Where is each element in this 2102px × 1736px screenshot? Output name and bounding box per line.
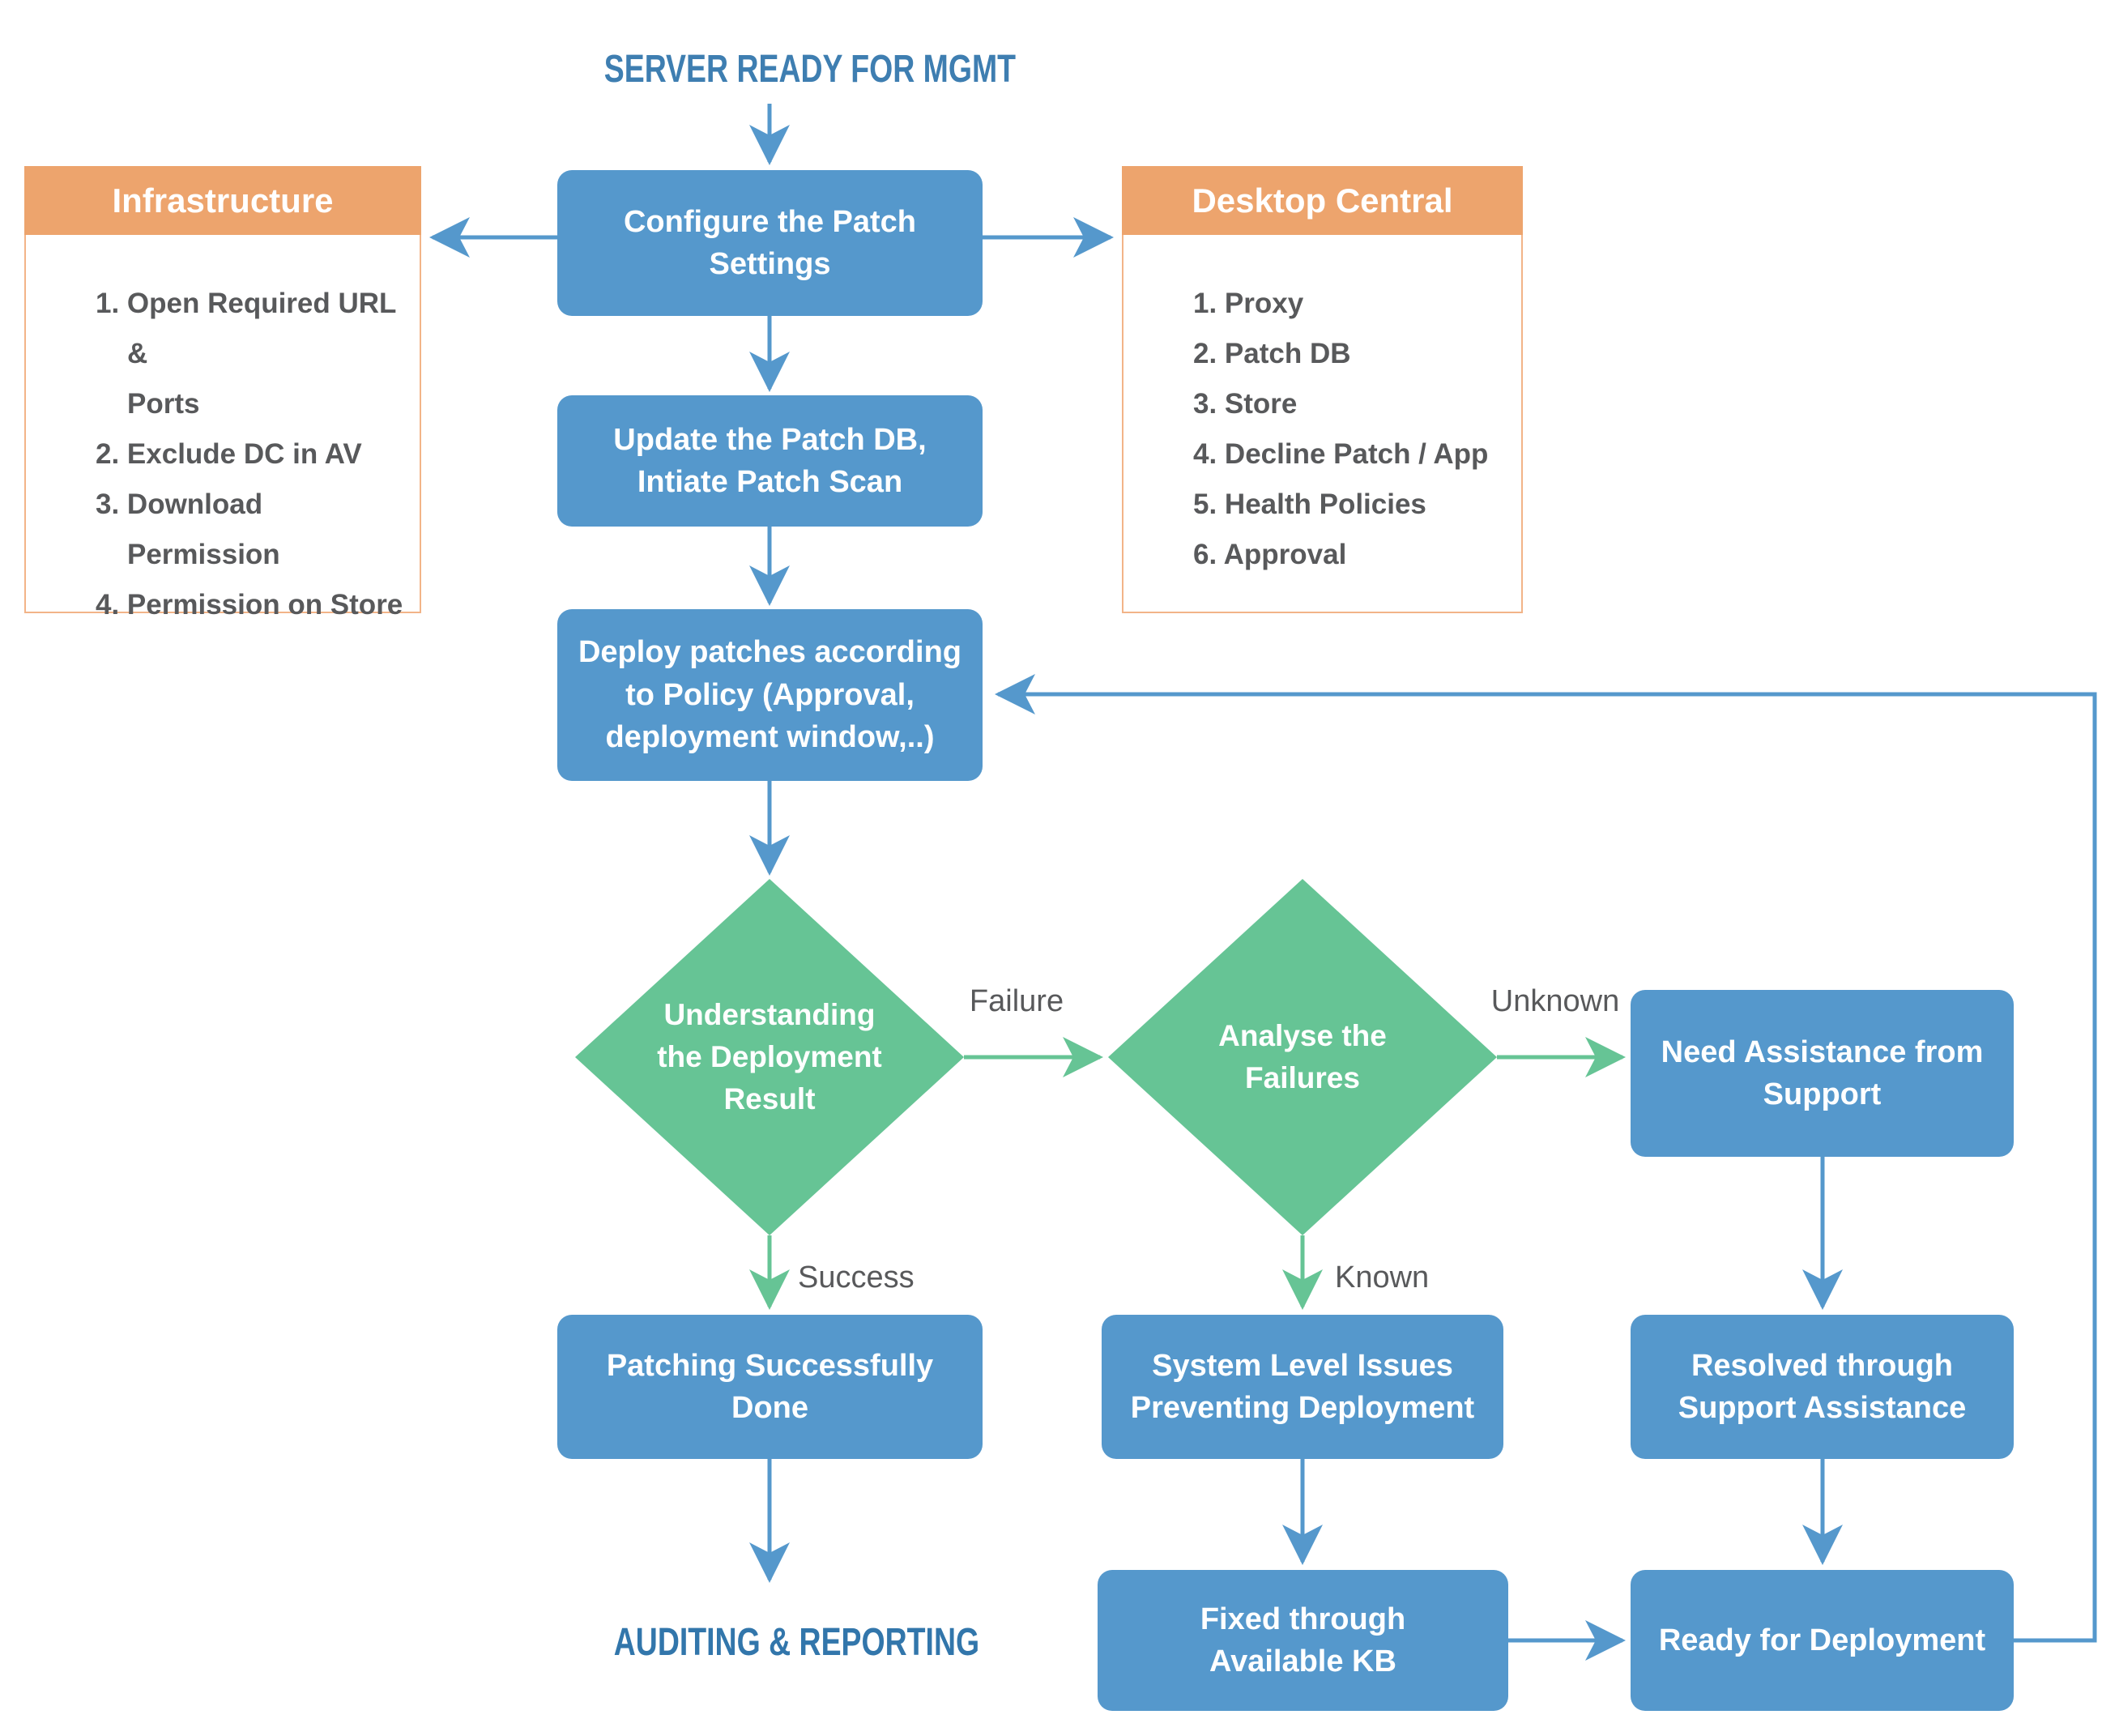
desktop-central-panel: Desktop Central 1. Proxy 2. Patch DB 3. … (1122, 166, 1523, 613)
infrastructure-item: 3. Download Permission (96, 488, 280, 570)
infrastructure-item: 1. Open Required URL & Ports (96, 288, 396, 420)
process-box-need-assistance: Need Assistance from Support (1631, 990, 2014, 1157)
edge-label-success: Success (798, 1260, 915, 1295)
auditing-reporting-label: AUDITING & REPORTING (613, 1621, 980, 1664)
infrastructure-panel-body: 1. Open Required URL & Ports 2. Exclude … (26, 237, 420, 630)
desktop-central-panel-body: 1. Proxy 2. Patch DB 3. Store 4. Decline… (1123, 237, 1521, 580)
process-box-update-patch-db: Update the Patch DB, Intiate Patch Scan (557, 395, 983, 527)
process-box-system-level-issues: System Level Issues Preventing Deploymen… (1102, 1315, 1503, 1459)
process-box-configure-patch-settings: Configure the Patch Settings (557, 170, 983, 316)
decision-label: Understanding the Deployment Result (657, 998, 882, 1115)
arrow-ready-loop-to-deploy (994, 674, 2097, 1643)
desktop-central-item: 2. Patch DB (1193, 338, 1351, 369)
infrastructure-panel: Infrastructure 1. Open Required URL & Po… (24, 166, 421, 621)
edge-label-failure: Failure (969, 984, 1064, 1018)
decision-label: Analyse the Failures (1218, 1019, 1387, 1094)
desktop-central-item: 4. Decline Patch / App (1193, 438, 1489, 470)
desktop-central-item: 5. Health Policies (1193, 488, 1426, 520)
diagram-title: SERVER READY FOR MGMT (603, 48, 1017, 91)
desktop-central-item: 6. Approval (1193, 539, 1347, 570)
edge-label-unknown: Unknown (1490, 984, 1620, 1018)
process-box-ready-for-deployment: Ready for Deployment (1631, 1570, 2014, 1711)
desktop-central-item: 1. Proxy (1193, 288, 1304, 319)
process-box-fixed-through-kb: Fixed through Available KB (1098, 1570, 1508, 1711)
desktop-central-panel-header: Desktop Central (1122, 166, 1523, 235)
process-box-resolved-through-support: Resolved through Support Assistance (1631, 1315, 2014, 1459)
infrastructure-panel-header: Infrastructure (24, 166, 421, 235)
edge-label-known: Known (1335, 1260, 1430, 1295)
infrastructure-item: 4. Permission on Store (96, 589, 403, 621)
process-box-deploy-patches: Deploy patches according to Policy (Appr… (557, 609, 983, 781)
process-box-patching-done: Patching Successfully Done (557, 1315, 983, 1459)
desktop-central-item: 3. Store (1193, 388, 1298, 420)
infrastructure-item: 2. Exclude DC in AV (96, 438, 362, 470)
